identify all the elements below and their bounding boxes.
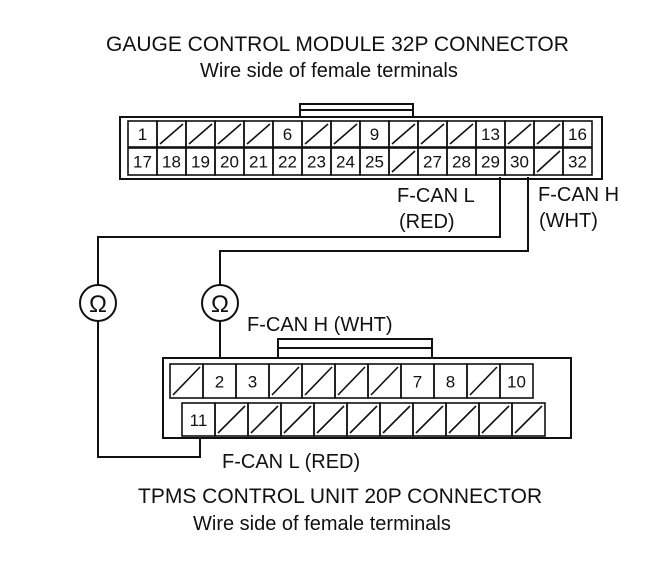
tpms-top-blank-cavity-mark [304, 366, 333, 396]
ohm-symbol-right: Ω [211, 291, 229, 318]
tpms-connector-cells: 2 3 7 8 10 11 [169, 363, 546, 437]
gauge-top-blank-cavity-mark [304, 123, 329, 145]
gauge-top-blank-cavity-mark [217, 123, 242, 145]
tpms-top-terminal-number: 8 [446, 372, 455, 391]
gauge-top-blank-cavity-mark [333, 123, 358, 145]
tpms-label-f-can-h: F-CAN H (WHT) [247, 314, 393, 336]
tpms-top-cavity [499, 363, 534, 399]
tpms-bottom-cavity [511, 402, 546, 437]
tpms-top-terminal-number: 3 [248, 372, 257, 391]
tpms-bottom-blank-cavity-mark [283, 405, 312, 434]
tpms-bottom-blank-cavity-mark [349, 405, 378, 434]
tpms-bottom-blank-cavity-mark [316, 405, 345, 434]
gauge-bottom-blank-cavity-mark [536, 150, 561, 173]
gauge-bottom-blank-cavity-mark [391, 150, 416, 173]
gauge-top-blank-cavity-mark [536, 123, 561, 145]
tpms-bottom-blank-cavity-mark [217, 405, 246, 434]
tpms-connector: 2 3 7 8 10 11 [162, 338, 572, 439]
tpms-top-terminal-number: 7 [413, 372, 422, 391]
gauge-bottom-terminal-number: 32 [568, 152, 587, 171]
tpms-bottom-blank-cavity-mark [415, 405, 444, 434]
gauge-bottom-terminal-number: 30 [510, 152, 529, 171]
gauge-bottom-terminal-number: 18 [162, 152, 181, 171]
tpms-label-f-can-l: F-CAN L (RED) [222, 451, 360, 473]
ohmmeter-left: Ω [79, 284, 117, 322]
gauge-top-blank-cavity-mark [246, 123, 271, 145]
gauge-connector-subtitle: Wire side of female terminals [200, 60, 458, 82]
tpms-top-terminal-number: 10 [507, 372, 526, 391]
gauge-connector-title: GAUGE CONTROL MODULE 32P CONNECTOR [106, 33, 569, 56]
gauge-top-terminal-number: 9 [370, 125, 379, 144]
gauge-bottom-terminal-number: 20 [220, 152, 239, 171]
gauge-bottom-terminal-number: 17 [133, 152, 152, 171]
tpms-bottom-terminal-number: 11 [190, 411, 208, 430]
gauge-wire-l-name: F-CAN L [397, 185, 475, 207]
gauge-wire-h-name: F-CAN H [538, 184, 619, 206]
tpms-top-terminal-number: 2 [215, 372, 224, 391]
gauge-bottom-terminal-number: 22 [278, 152, 297, 171]
tpms-bottom-blank-cavity-mark [448, 405, 477, 434]
tpms-top-blank-cavity-mark [271, 366, 300, 396]
tpms-top-blank-cavity-mark [370, 366, 399, 396]
gauge-top-terminal-number: 13 [481, 125, 500, 144]
gauge-bottom-terminal-number: 28 [452, 152, 471, 171]
tpms-bottom-blank-cavity-mark [250, 405, 279, 434]
gauge-wire-h-color: (WHT) [539, 210, 598, 232]
gauge-top-blank-cavity-mark [420, 123, 445, 145]
ohm-symbol-left: Ω [89, 291, 107, 318]
gauge-top-terminal-number: 6 [283, 125, 292, 144]
gauge-bottom-terminal-number: 21 [249, 152, 268, 171]
tpms-top-blank-cavity-mark [469, 366, 498, 396]
wire-f-can-l-upper [97, 177, 501, 285]
gauge-top-blank-cavity-mark [507, 123, 532, 145]
wire-f-can-h-upper [219, 177, 529, 285]
gauge-bottom-terminal-number: 29 [481, 152, 500, 171]
gauge-top-terminal-number: 16 [568, 125, 587, 144]
gauge-bottom-terminal-number: 27 [423, 152, 442, 171]
gauge-top-blank-cavity-mark [159, 123, 184, 145]
tpms-top-blank-cavity-mark [172, 366, 201, 396]
tpms-bottom-blank-cavity-mark [514, 405, 543, 434]
gauge-top-blank-cavity-mark [391, 123, 416, 145]
tpms-bottom-blank-cavity-mark [481, 405, 510, 434]
gauge-bottom-terminal-number: 25 [365, 152, 384, 171]
gauge-top-blank-cavity-mark [188, 123, 213, 145]
gauge-bottom-terminal-number: 23 [307, 152, 326, 171]
gauge-top-cavity [562, 120, 593, 148]
gauge-bottom-terminal-number: 19 [191, 152, 210, 171]
gauge-bottom-terminal-number: 24 [336, 152, 355, 171]
gauge-wire-l-color: (RED) [399, 211, 455, 233]
gauge-top-blank-cavity-mark [449, 123, 474, 145]
ohmmeter-right: Ω [201, 284, 239, 322]
gauge-top-terminal-number: 1 [138, 125, 147, 144]
tpms-bottom-blank-cavity-mark [382, 405, 411, 434]
tpms-connector-subtitle: Wire side of female terminals [193, 513, 451, 535]
tpms-connector-title: TPMS CONTROL UNIT 20P CONNECTOR [138, 485, 542, 508]
gauge-bottom-cavity [562, 147, 593, 176]
tpms-top-blank-cavity-mark [337, 366, 366, 396]
